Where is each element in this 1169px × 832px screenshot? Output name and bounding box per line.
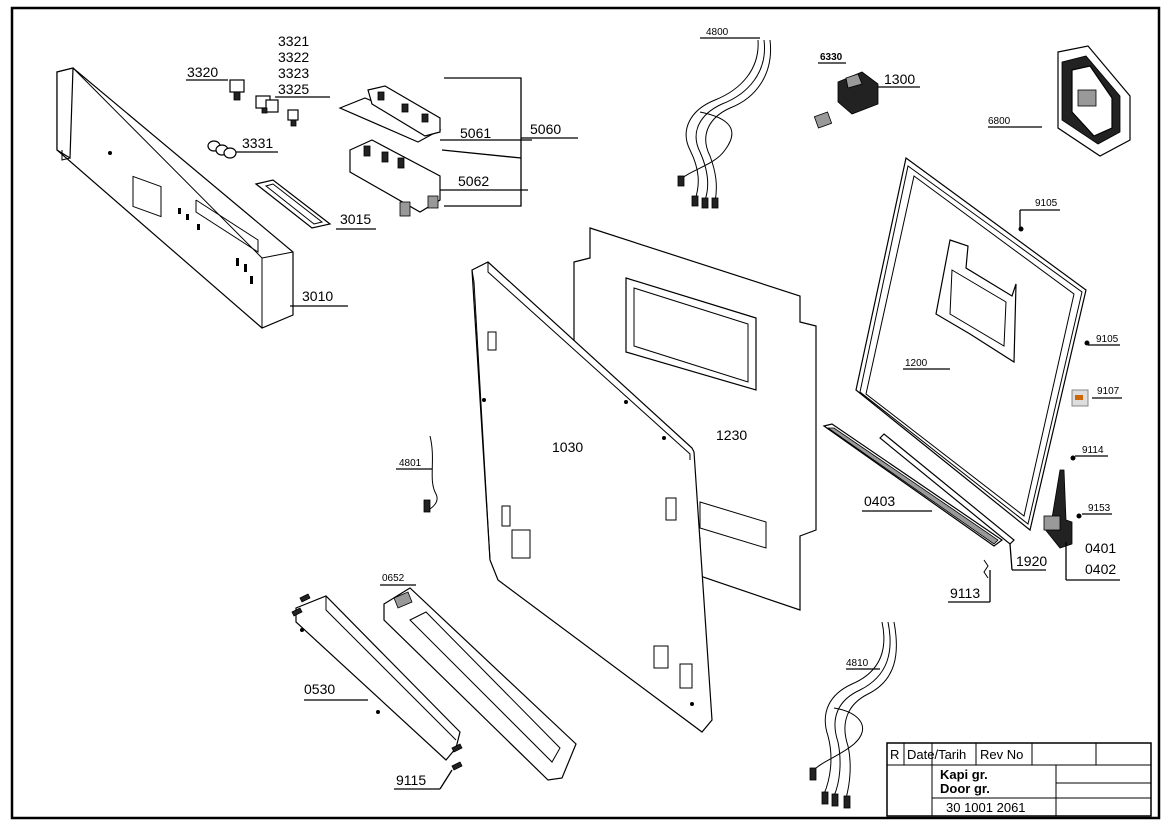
callout-3322: 3322	[278, 49, 309, 65]
callout-1920: 1920	[1016, 553, 1047, 569]
callout-3325: 3325	[278, 81, 309, 97]
title-date-header: Date/Tarih	[907, 747, 966, 762]
callout-4800: 4800	[706, 27, 729, 38]
title-rev-header: Rev No	[980, 747, 1023, 762]
seal-strips	[822, 423, 1046, 603]
callout-4801: 4801	[399, 458, 422, 469]
hinge-assembly	[1043, 469, 1120, 581]
callout-5062: 5062	[458, 173, 489, 189]
drawing-number: 30 1001 2061	[946, 800, 1026, 815]
callout-3015: 3015	[340, 211, 371, 227]
callout-6330: 6330	[820, 52, 843, 63]
callout-6800: 6800	[988, 116, 1011, 127]
callout-3321: 3321	[278, 33, 309, 49]
wire-harness-4800	[677, 37, 772, 209]
outer-door-1200	[855, 156, 1122, 532]
dispenser-6800	[988, 45, 1131, 157]
callout-3331: 3331	[242, 135, 273, 151]
callout-9105-top: 9105	[1035, 198, 1058, 209]
callout-9113: 9113	[950, 585, 980, 601]
title-line-2: Door gr.	[940, 781, 990, 796]
callout-4810: 4810	[846, 658, 869, 669]
callout-0530: 0530	[304, 681, 335, 697]
callout-1300: 1300	[884, 71, 915, 87]
callout-0652: 0652	[382, 573, 405, 584]
callout-3320: 3320	[187, 64, 218, 80]
callout-1200: 1200	[905, 358, 928, 369]
control-panel-drawing	[56, 67, 294, 329]
door-lock	[813, 62, 920, 129]
callout-3010: 3010	[302, 288, 333, 304]
callout-1030: 1030	[552, 439, 583, 455]
door-panel-1030	[471, 261, 713, 733]
callout-9115: 9115	[396, 772, 426, 788]
title-block	[886, 742, 1152, 817]
lens-strip	[254, 179, 332, 229]
callout-9114: 9114	[1082, 445, 1104, 456]
wire-harness-4810	[809, 621, 897, 809]
title-rev-marker: R	[890, 747, 899, 762]
title-line-1: Kapi gr.	[940, 767, 988, 782]
callout-0401: 0401	[1085, 540, 1116, 556]
kick-plate-0530	[291, 593, 463, 790]
callout-9105-side: 9105	[1096, 334, 1119, 345]
callout-9107: 9107	[1097, 386, 1120, 397]
knob-parts	[207, 79, 299, 159]
callout-0402: 0402	[1085, 561, 1116, 577]
pcb-modules	[338, 85, 442, 217]
callout-0403: 0403	[864, 493, 895, 509]
callout-9153: 9153	[1088, 503, 1111, 514]
callout-3323: 3323	[278, 65, 309, 81]
callout-1230: 1230	[716, 427, 747, 443]
wire-4801	[396, 435, 438, 513]
drawing-frame	[10, 6, 1161, 820]
callout-5060: 5060	[530, 121, 561, 137]
seal-0652	[380, 584, 577, 781]
callout-5061: 5061	[460, 125, 491, 141]
